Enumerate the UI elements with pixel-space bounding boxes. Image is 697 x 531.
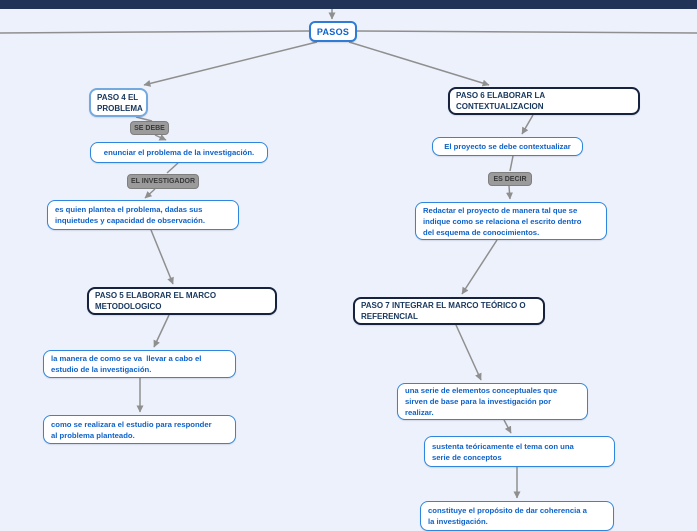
- node-paso-4-el-problema[interactable]: PASO 4 EL PROBLEMA: [89, 88, 148, 117]
- connector-arrow: [461, 239, 498, 295]
- node-redactar-proyecto[interactable]: Redactar el proyecto de manera tal que s…: [415, 202, 607, 240]
- link-phrase-el-investigador[interactable]: EL INVESTIGADOR: [127, 174, 199, 189]
- connector-arrow: [521, 114, 534, 135]
- node-enunciar-problema[interactable]: enunciar el problema de la investigación…: [90, 142, 268, 163]
- connector-arrow: [506, 185, 513, 200]
- node-constituye-proposito[interactable]: constituye el propósito de dar coherenci…: [420, 501, 614, 531]
- connector-arrow: [503, 419, 512, 434]
- link-phrase-es-decir[interactable]: ES DECIR: [488, 172, 532, 186]
- node-una-serie-elementos[interactable]: una serie de elementos conceptuales que …: [397, 383, 588, 420]
- connector-arrow: [455, 324, 482, 381]
- node-como-se-realizara[interactable]: como se realizara el estudio para respon…: [43, 415, 236, 444]
- connector-arrow: [348, 41, 490, 87]
- connector-line: [135, 116, 153, 122]
- connector-arrow: [154, 134, 167, 141]
- node-paso-6-contextualizacion[interactable]: PASO 6 ELABORAR LA CONTEXTUALIZACION: [448, 87, 640, 115]
- window-chrome-bar: [0, 0, 697, 9]
- connector-line: [166, 162, 179, 174]
- node-pasos[interactable]: PASOS: [309, 21, 357, 42]
- node-paso-5-marco-metodologico[interactable]: PASO 5 ELABORAR EL MARCO METODOLOGICO: [87, 287, 277, 315]
- connector-arrow: [150, 229, 174, 285]
- connector-arrow: [153, 314, 170, 348]
- node-es-quien-plantea[interactable]: es quien plantea el problema, dadas sus …: [47, 200, 239, 230]
- node-paso-7-marco-teorico[interactable]: PASO 7 INTEGRAR EL MARCO TEÓRICO O REFER…: [353, 297, 545, 325]
- connector-layer: [0, 9, 697, 499]
- connector-line: [356, 30, 697, 34]
- link-phrase-se-debe[interactable]: SE DEBE: [130, 121, 169, 135]
- node-la-manera[interactable]: la manera de como se va llevar a cabo el…: [43, 350, 236, 378]
- connector-line: [0, 30, 310, 34]
- connector-arrow: [144, 188, 156, 199]
- connector-line: [509, 155, 514, 172]
- node-sustenta-teoricamente[interactable]: sustenta teóricamente el tema con una se…: [424, 436, 615, 467]
- connector-arrow: [143, 41, 318, 87]
- node-el-proyecto-contextualizar[interactable]: El proyecto se debe contextualizar: [432, 137, 583, 156]
